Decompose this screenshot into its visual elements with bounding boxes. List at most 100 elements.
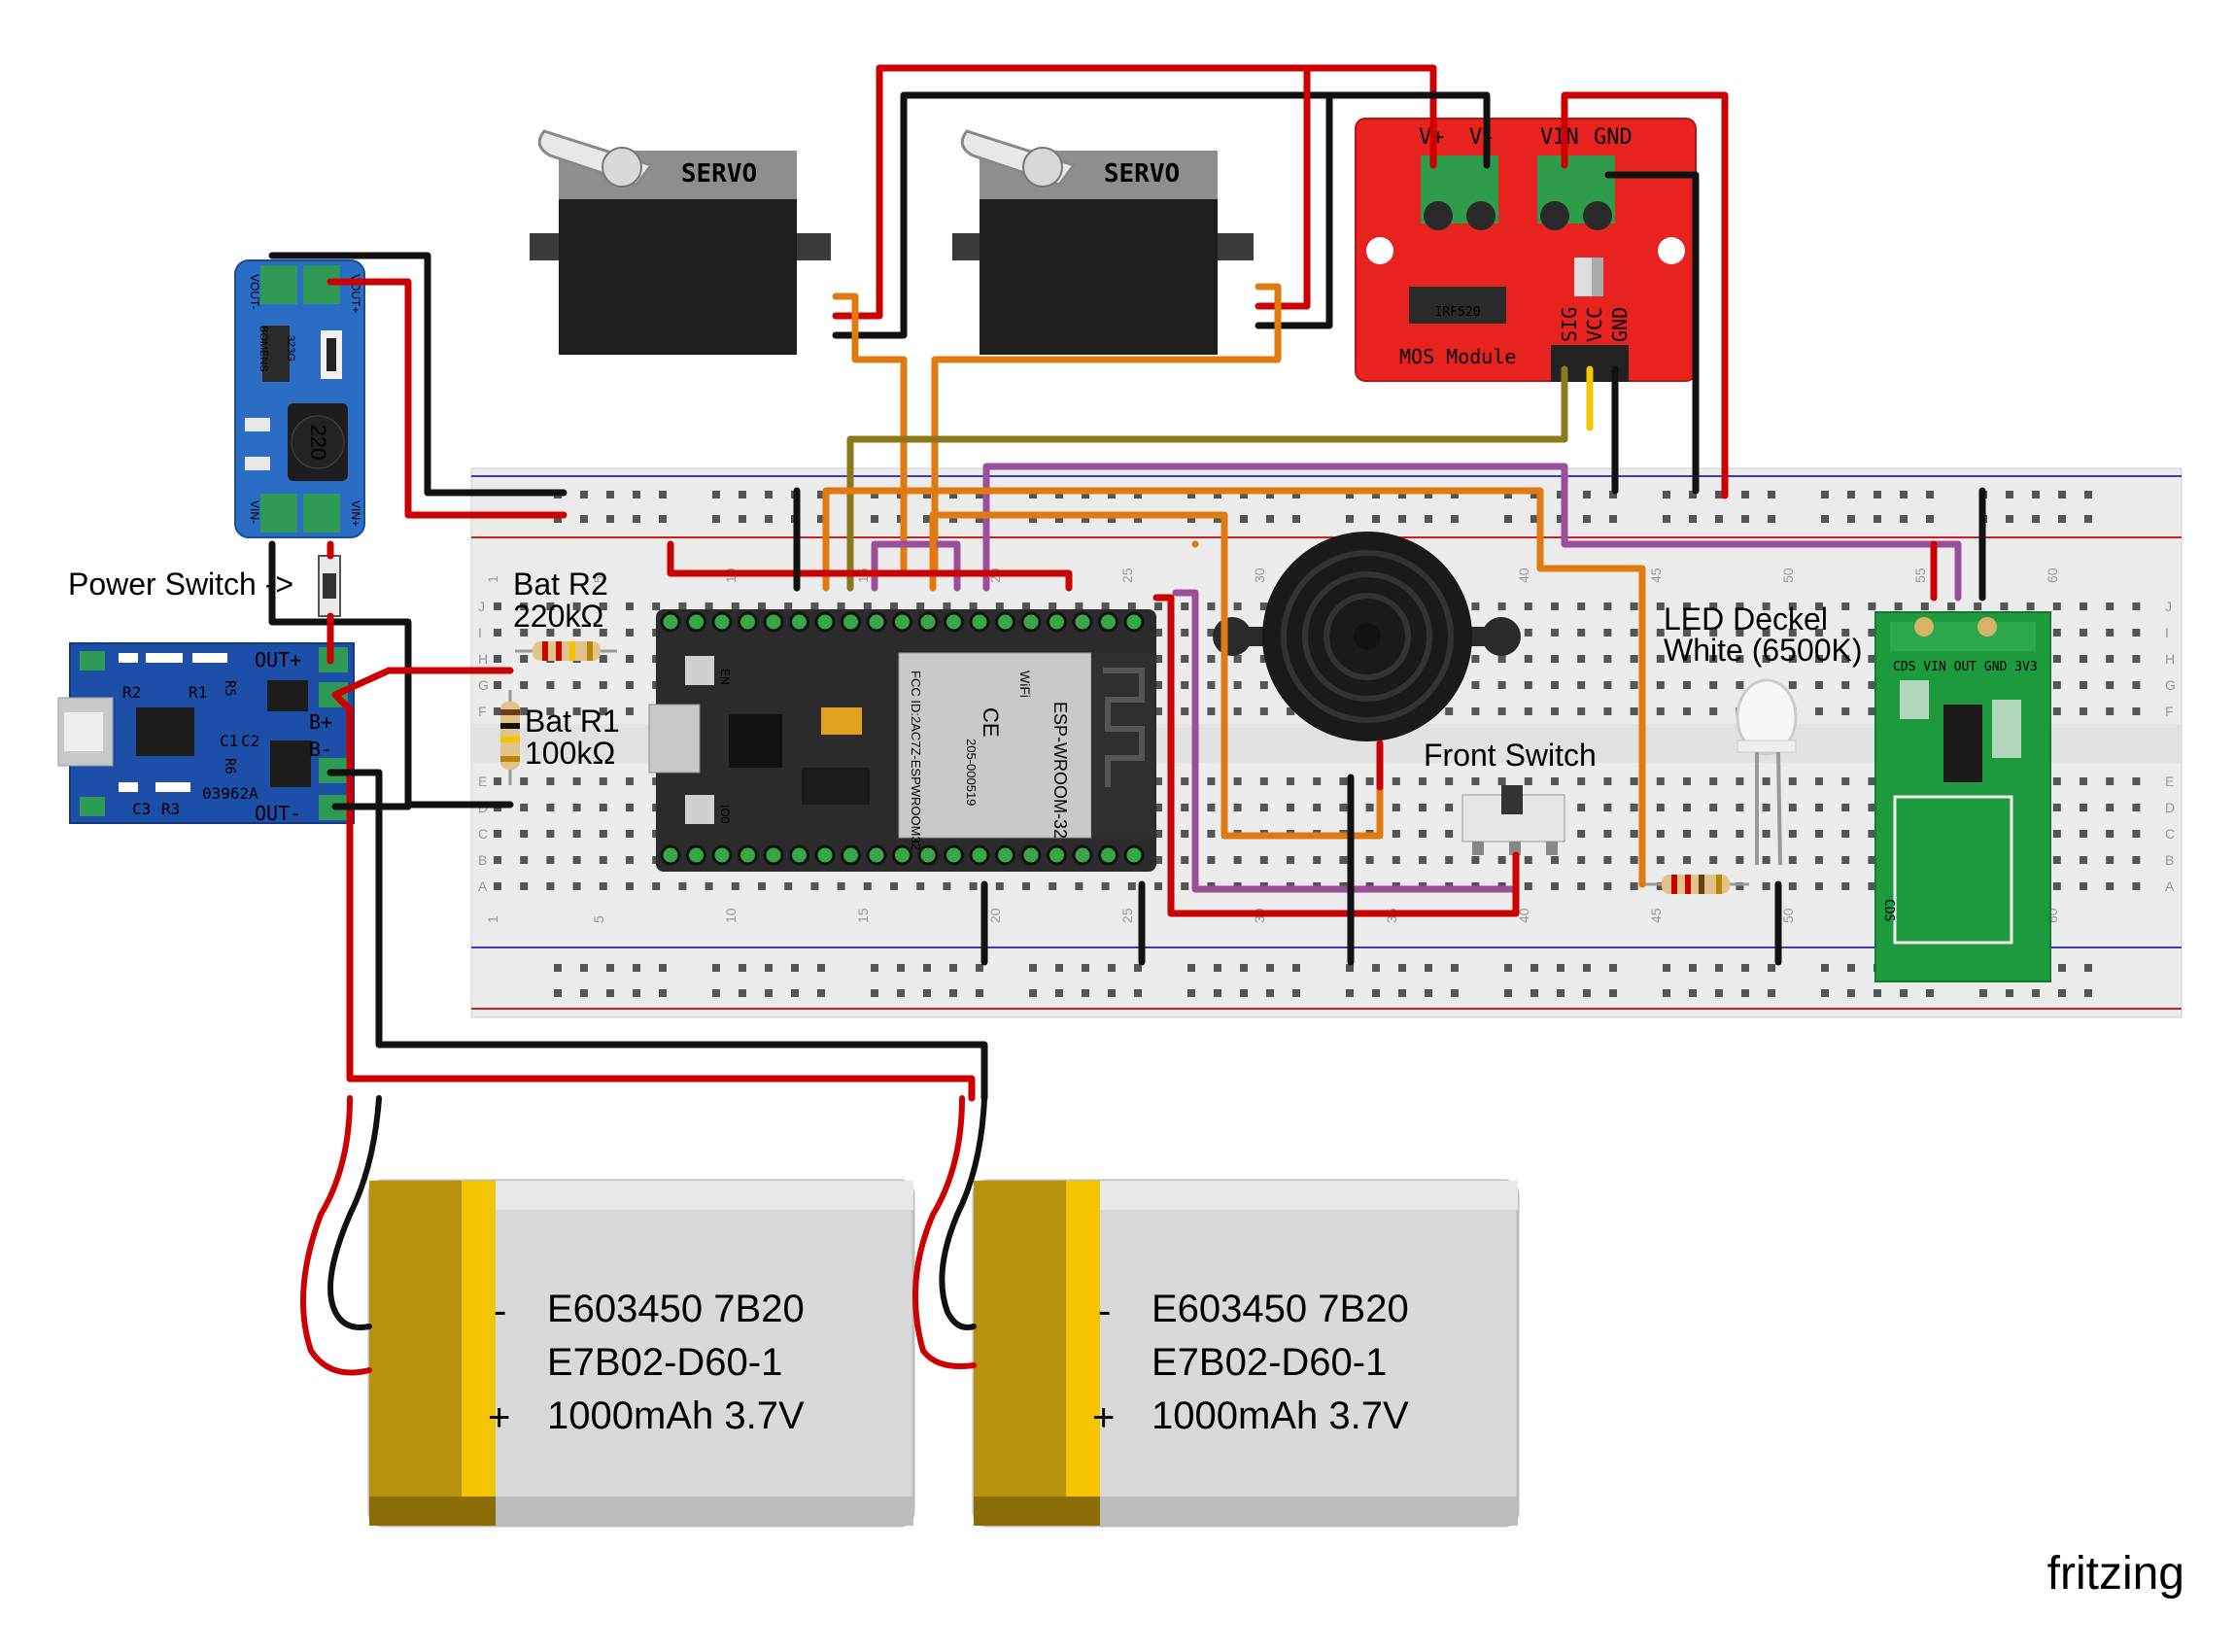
breadboard-hole (2106, 830, 2115, 838)
breadboard-hole (1788, 856, 1797, 864)
breadboard-hole (626, 882, 634, 890)
breadboard-hole (1656, 602, 1665, 610)
breadboard-column-number: 50 (1780, 908, 1796, 923)
breadboard-hole (2058, 515, 2066, 523)
breadboard-hole (1841, 856, 1850, 864)
breadboard-hole (1259, 804, 1268, 811)
breadboard-hole (678, 602, 687, 610)
resistor-bat-r2 (515, 641, 617, 661)
breadboard-hole (712, 491, 720, 499)
breadboard-hole (1233, 602, 1242, 610)
breadboard-hole (1207, 655, 1216, 663)
breadboard-hole (1259, 681, 1268, 689)
breadboard-hole (976, 964, 983, 972)
breadboard-hole (923, 964, 931, 972)
breadboard-hole (2058, 964, 2066, 972)
breadboard-hole (520, 777, 529, 785)
battery-1-line2: E7B02-D60-1 (547, 1341, 782, 1384)
breadboard-hole (1425, 491, 1432, 499)
boost-vin-minus: VIN- (248, 500, 261, 524)
boost-brand: BOMENS (258, 326, 269, 372)
esp32-pin (763, 611, 784, 633)
breadboard-hole (1365, 856, 1374, 864)
breadboard-hole (1762, 602, 1771, 610)
breadboard-hole (1504, 515, 1512, 523)
breadboard-hole (1524, 602, 1532, 610)
breadboard-hole (976, 491, 983, 499)
breadboard-hole (1187, 964, 1195, 972)
breadboard-hole (2080, 602, 2087, 610)
breadboard-hole (1029, 491, 1037, 499)
breadboard-hole (1741, 491, 1749, 499)
wire-bat-minus-main (327, 769, 988, 1102)
breadboard-hole (652, 602, 661, 610)
breadboard-hole (890, 882, 898, 890)
breadboard-hole (1736, 602, 1744, 610)
breadboard-hole (678, 882, 687, 890)
breadboard-hole (1736, 655, 1744, 663)
breadboard-hole (1841, 629, 1850, 637)
breadboard-hole (1630, 707, 1638, 715)
charger-r3: R3 (161, 800, 180, 818)
wire-bat2-black (939, 1095, 987, 1330)
esp32-board: ESP-WROOM-32 FCC ID:2AC7Z-ESPWROOM32 205… (648, 609, 1156, 872)
breadboard-hole (1603, 804, 1612, 811)
breadboard-hole (1346, 515, 1354, 523)
breadboard-hole (1471, 681, 1480, 689)
breadboard-hole (1154, 629, 1162, 637)
breadboard-row-letter: E (478, 774, 487, 789)
breadboard-hole (1207, 629, 1216, 637)
breadboard-hole (1788, 655, 1797, 663)
breadboard-row-letter: C (2165, 826, 2175, 842)
breadboard-hole (572, 830, 581, 838)
charger-out-minus: OUT- (255, 802, 301, 825)
breadboard-hole (1233, 655, 1242, 663)
breadboard-hole (1689, 964, 1697, 972)
breadboard-hole (1471, 777, 1480, 785)
breadboard-hole (1815, 777, 1823, 785)
breadboard-hole (765, 964, 773, 972)
radar-cds-label: CDS (1881, 899, 1896, 921)
breadboard-hole (2052, 707, 2061, 715)
breadboard-hole (2058, 491, 2066, 499)
breadboard-hole (943, 882, 951, 890)
front-switch[interactable] (1461, 785, 1565, 855)
breadboard-hole (1715, 515, 1723, 523)
breadboard-hole (1841, 830, 1850, 838)
mos-pin-gnd: GND (1594, 125, 1633, 150)
breadboard-hole (2080, 856, 2087, 864)
breadboard-hole (916, 882, 925, 890)
breadboard-column-number: 25 (1119, 568, 1135, 583)
breadboard-hole (520, 856, 529, 864)
breadboard-hole (2132, 681, 2141, 689)
breadboard-hole (758, 882, 766, 890)
breadboard-hole (712, 515, 720, 523)
esp32-pin (814, 611, 836, 633)
breadboard-hole (765, 989, 773, 997)
breadboard-hole (520, 707, 529, 715)
breadboard-hole (1603, 707, 1612, 715)
breadboard-hole (1663, 515, 1670, 523)
esp32-wifi: WiFi (1017, 671, 1033, 698)
breadboard-hole (1154, 804, 1162, 811)
breadboard-row-letter: F (2165, 704, 2174, 719)
breadboard-column-number: 5 (591, 575, 606, 583)
breadboard-hole (494, 882, 501, 890)
breadboard-hole (1181, 655, 1189, 663)
breadboard-hole (1551, 655, 1559, 663)
breadboard-hole (1154, 882, 1162, 890)
breadboard-hole (1868, 856, 1876, 864)
breadboard-hole (1709, 804, 1718, 811)
breadboard-hole (1762, 629, 1771, 637)
breadboard-hole (1504, 491, 1512, 499)
breadboard-hole (1603, 602, 1612, 610)
breadboard-hole (2032, 491, 2040, 499)
breadboard-hole (494, 655, 501, 663)
esp32-pin (1047, 844, 1067, 866)
breadboard-hole (1689, 491, 1697, 499)
breadboard-hole (2132, 830, 2141, 838)
breadboard-hole (817, 964, 825, 972)
breadboard-hole (1187, 989, 1195, 997)
mos-module: IRF520 MOS Module V+ V- VIN GND SIG VCC … (1355, 118, 1697, 382)
power-switch[interactable] (318, 555, 341, 617)
